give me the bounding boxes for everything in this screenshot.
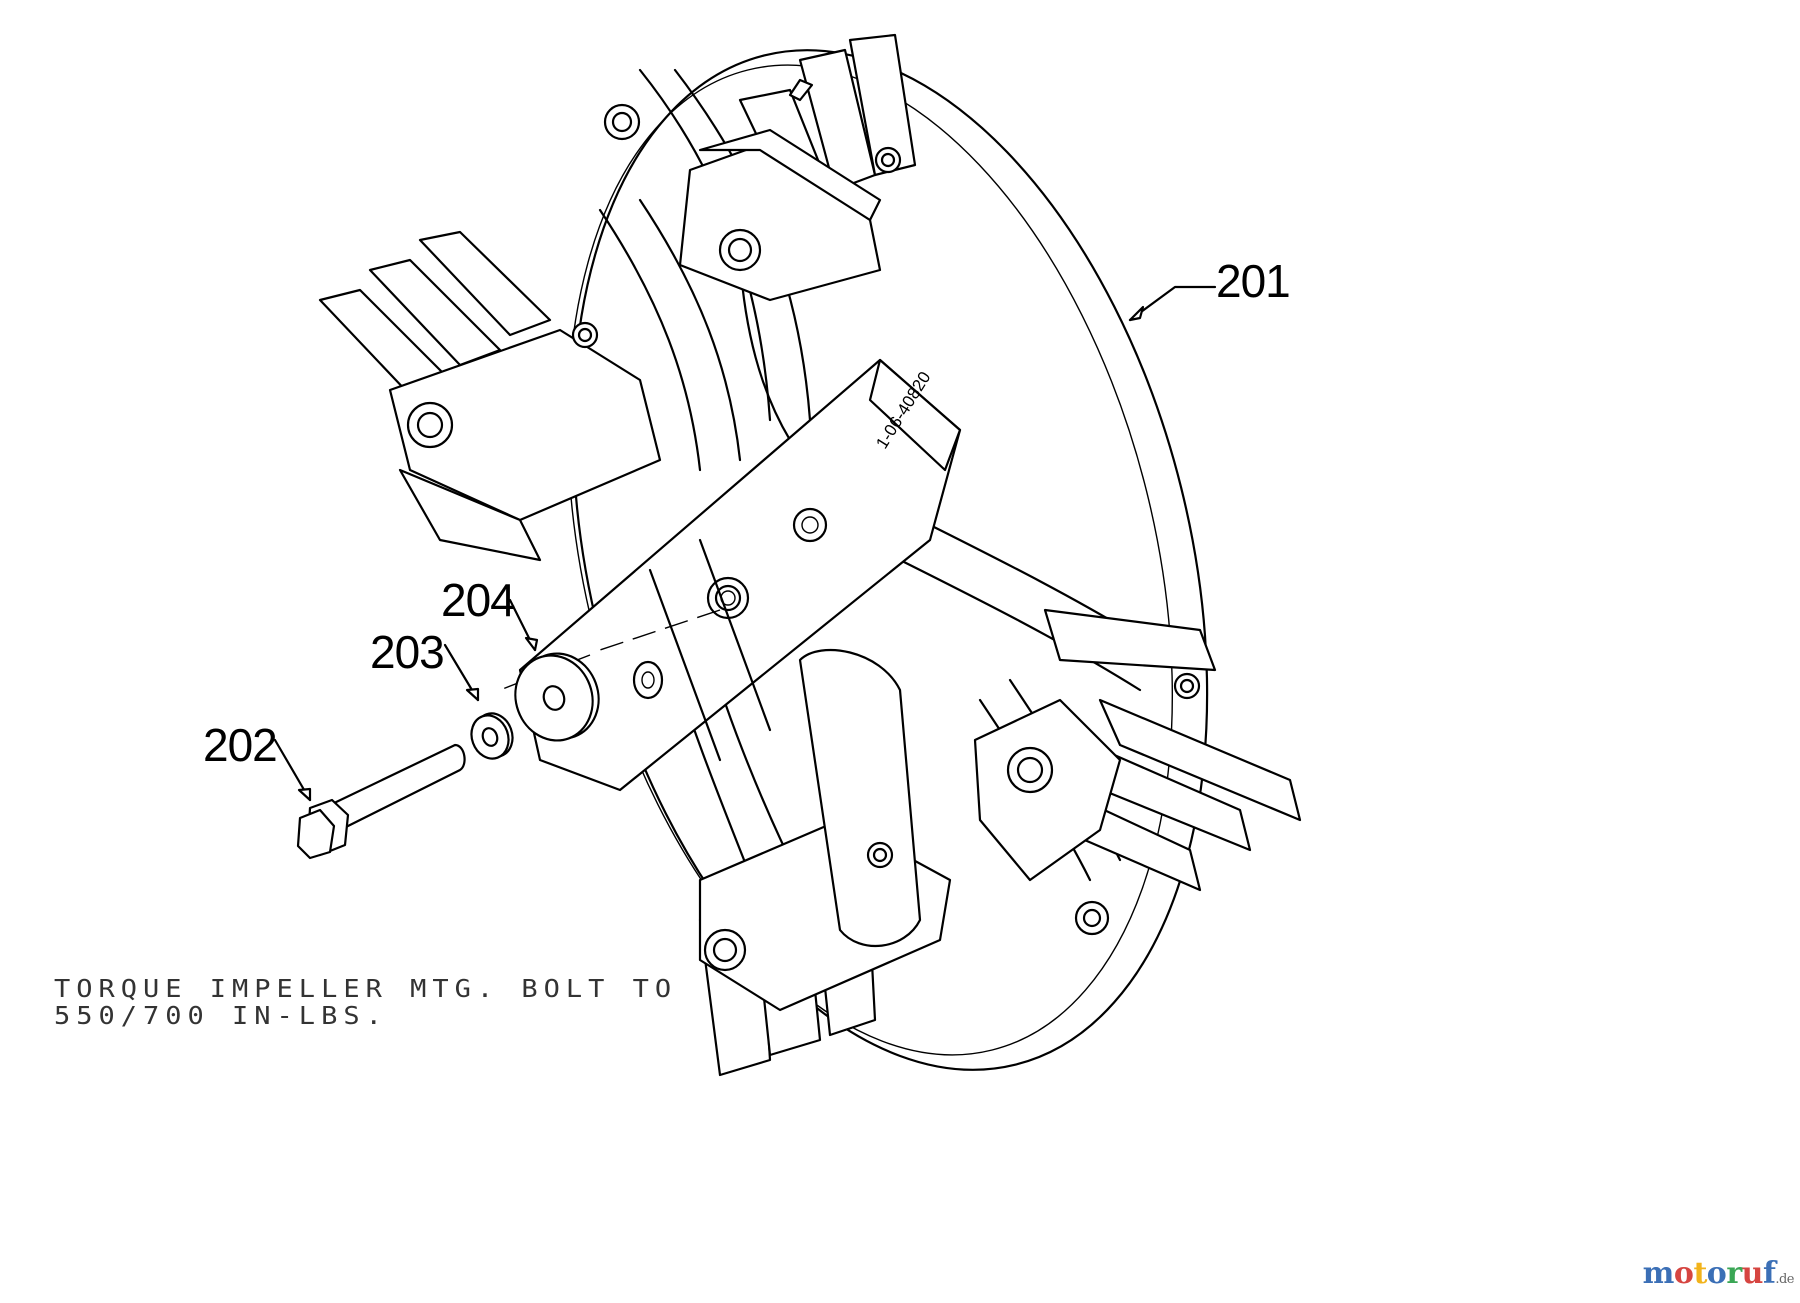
lockwasher-203: [470, 712, 514, 760]
watermark-letter: f: [1762, 1256, 1776, 1291]
watermark-letter: o: [1706, 1256, 1727, 1291]
watermark-logo: motoruf.de: [1643, 1256, 1795, 1291]
hub-plate: 1-06-40820: [518, 358, 962, 792]
leader-lines: [273, 285, 1217, 802]
watermark-letter: u: [1741, 1256, 1764, 1291]
callout-204: 204: [441, 574, 516, 626]
washer-204: [514, 652, 664, 742]
watermark-letter: m: [1642, 1256, 1675, 1291]
callout-203: 203: [370, 626, 445, 678]
watermark-tld: .de: [1775, 1272, 1794, 1287]
callout-202: 202: [203, 719, 278, 771]
torque-note-line2: 550/700 IN-LBS.: [54, 1001, 388, 1031]
paddle-top: [603, 33, 917, 302]
torque-note-line1: TORQUE IMPELLER MTG. BOLT TO: [54, 975, 678, 1004]
bolt-202: [296, 743, 466, 860]
watermark-letter: r: [1726, 1256, 1742, 1291]
paddle-right: [973, 608, 1302, 936]
watermark-letters: motoruf: [1643, 1256, 1776, 1291]
paddle-left: [318, 230, 662, 562]
callout-201: 201: [1216, 255, 1291, 307]
torque-note: TORQUE IMPELLER MTG. BOLT TO 550/700 IN-…: [54, 976, 677, 1029]
watermark-letter: t: [1693, 1256, 1707, 1291]
paddle-bottom: [698, 648, 952, 1077]
watermark-letter: o: [1673, 1256, 1694, 1291]
